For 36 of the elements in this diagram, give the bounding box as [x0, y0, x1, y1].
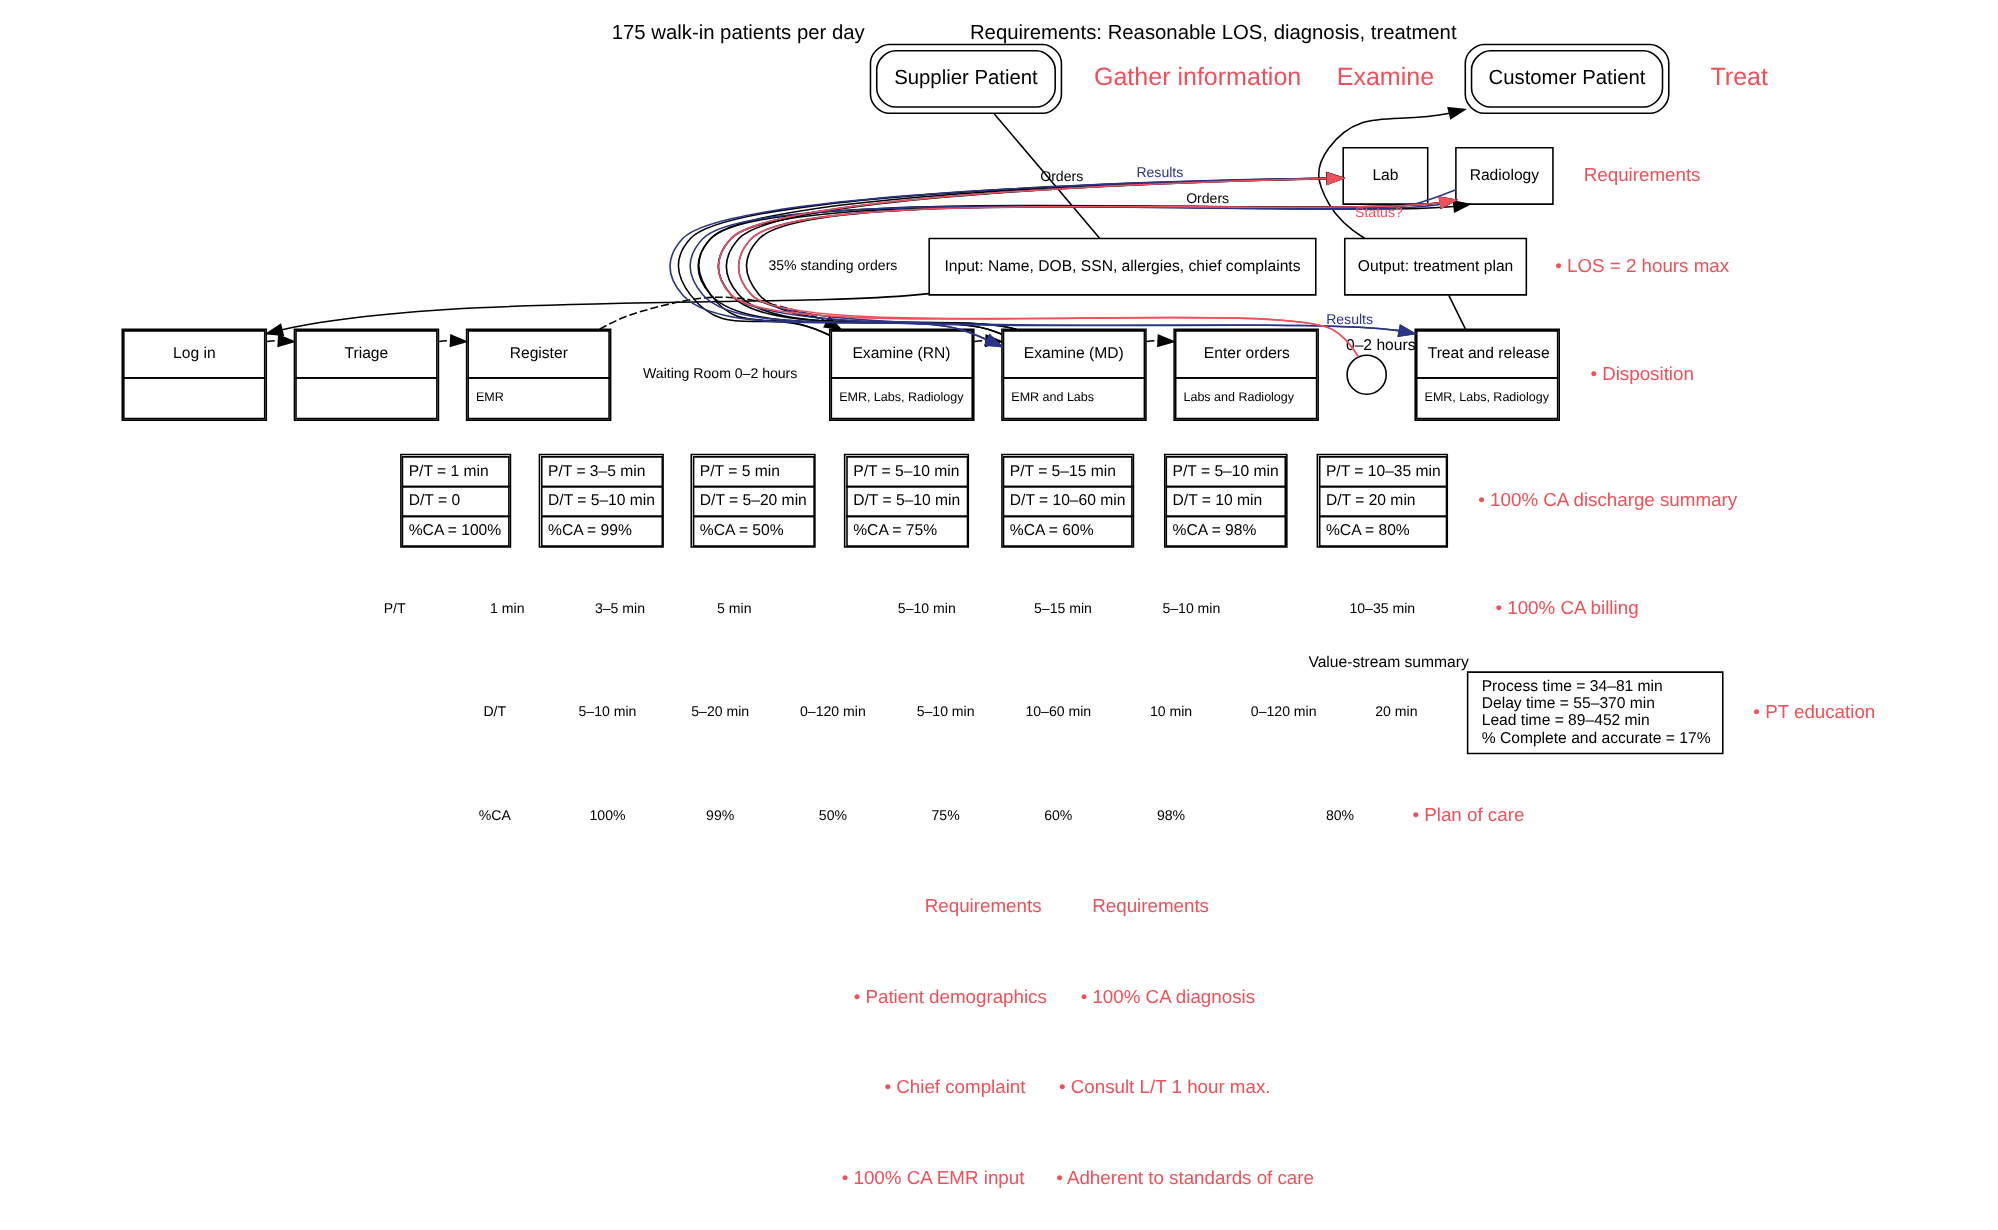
node-box: Output: treatment plan: [1342, 237, 1527, 296]
label: Treat: [1709, 62, 1767, 91]
node-box: Lab: [1341, 146, 1428, 205]
node-circle: [1345, 354, 1387, 396]
node-label: 175 walk-in patients per day: [610, 22, 864, 45]
label: Gather information: [1092, 62, 1301, 91]
label: • 100% CA billing: [1494, 596, 1638, 619]
arrow: [437, 334, 468, 348]
label: Requirements: [1582, 162, 1700, 185]
arrow: [265, 334, 296, 348]
label: • Disposition: [1589, 361, 1693, 384]
connector: [992, 112, 1100, 240]
node-label: Value-stream summary: [1307, 653, 1468, 672]
label: Requirements: [923, 893, 1041, 916]
node-label: Requirements: Reasonable LOS, diagnosis, treatment: [968, 22, 1456, 45]
label: Requirements: [1091, 893, 1209, 916]
node-box: Supplier Patient: [868, 43, 1062, 115]
label: • Chief complaint: [883, 1075, 1025, 1098]
node-box: Customer Patient: [1463, 43, 1669, 115]
label: • Adherent to standards of care: [1055, 1166, 1313, 1189]
node-box: Process time = 34–81 min Delay time = 55–370 min Lead time = 89–452 min % Complete and accurate = 17%: [1465, 671, 1723, 755]
arrow: [1316, 107, 1466, 240]
label: • 100% CA EMR input: [840, 1166, 1024, 1189]
label: Examine: [1335, 62, 1434, 91]
connector: [1447, 294, 1466, 330]
node-box: Input: Name, DOB, SSN, allergies, chief complaints: [927, 237, 1316, 296]
node-box: Radiology: [1454, 146, 1553, 205]
label: • Plan of care: [1411, 802, 1524, 825]
arrow: [263, 292, 929, 337]
arrow: [1144, 334, 1176, 348]
label: • Consult L/T 1 hour max.: [1057, 1075, 1270, 1098]
label: • LOS = 2 hours max: [1554, 253, 1729, 276]
label: • 100% CA diagnosis: [1079, 984, 1255, 1007]
label: • PT education: [1752, 699, 1875, 722]
label: • 100% CA discharge summary: [1477, 487, 1737, 510]
label: • Patient demographics: [852, 984, 1046, 1007]
